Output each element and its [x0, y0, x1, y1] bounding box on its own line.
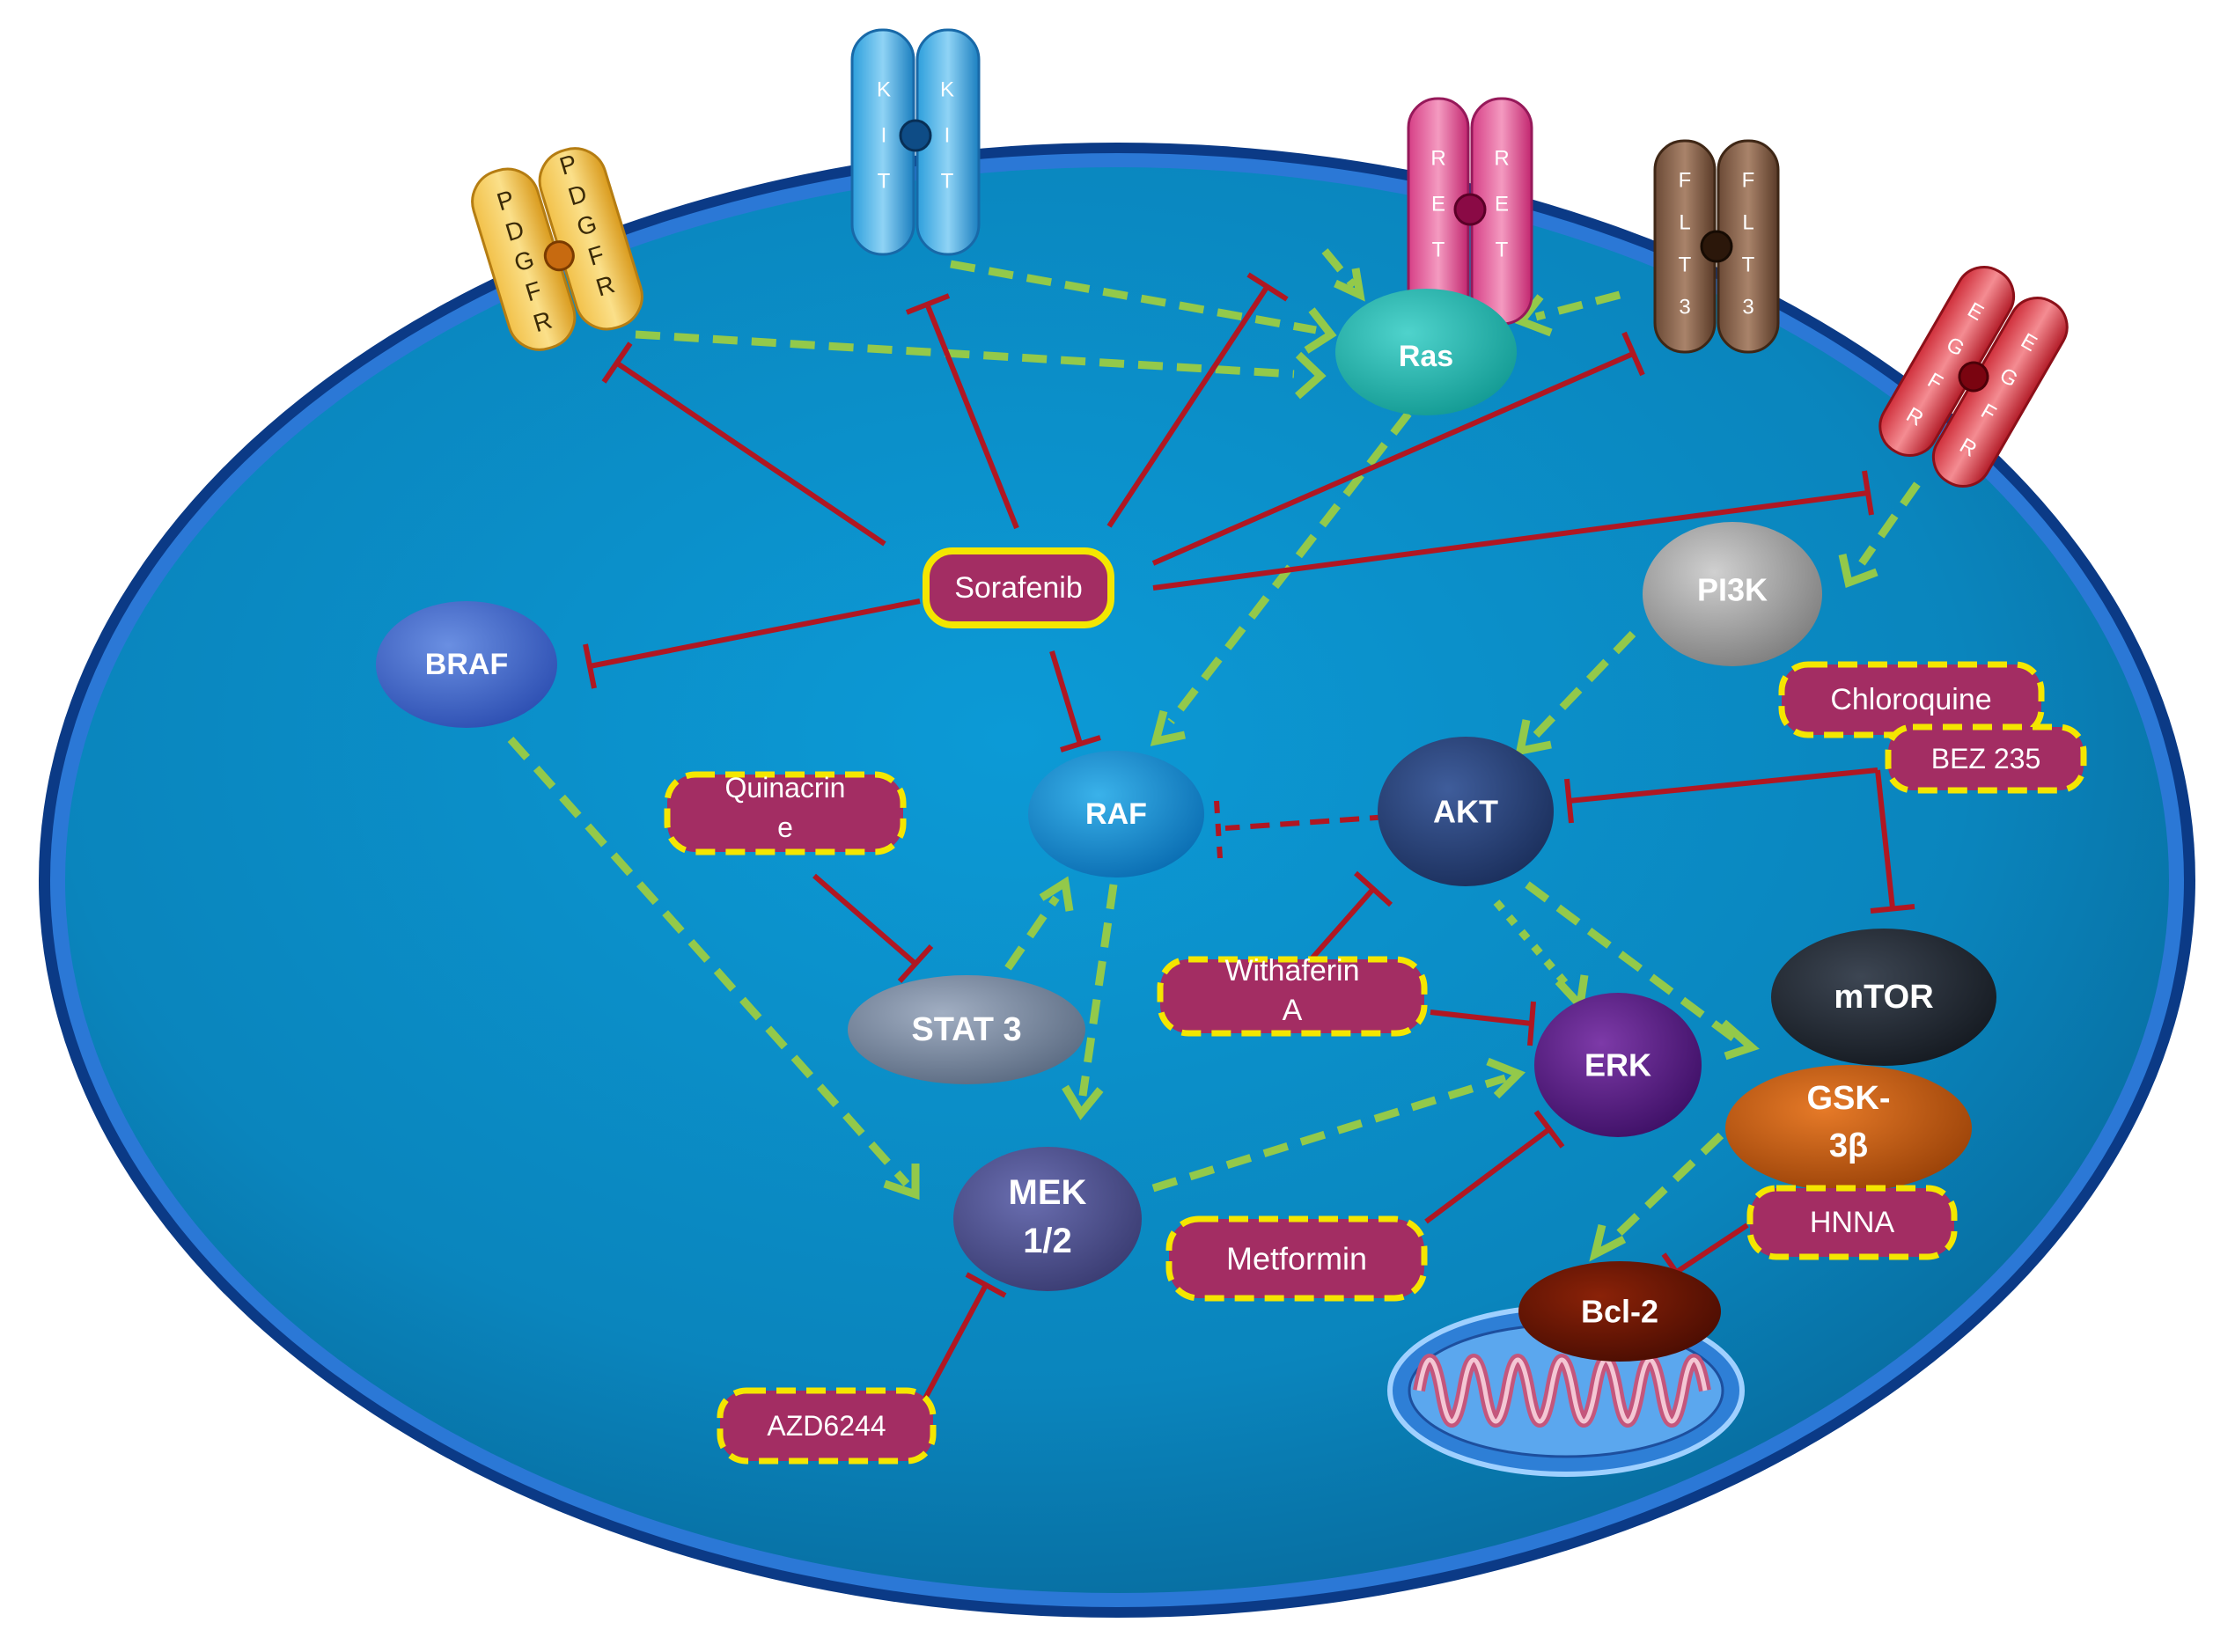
activation-arrowheads	[883, 268, 1878, 1262]
azd6244-label: AZD6244	[767, 1410, 886, 1442]
receptor-letter-right: T	[1742, 253, 1755, 277]
receptor-letter-left: F	[1679, 169, 1692, 193]
drug-quinacrine: Quinacrin e	[664, 771, 907, 855]
ras-label: Ras	[1399, 340, 1453, 373]
erk-node: ERK	[1534, 993, 1702, 1137]
receptor-letter-left: T	[878, 170, 891, 194]
receptor-letter-right: K	[940, 78, 954, 102]
gsk3b-label-line1: GSK-	[1807, 1080, 1891, 1117]
stat3-label: STAT 3	[911, 1011, 1021, 1048]
arrow-mek-to-erk	[1151, 1074, 1507, 1193]
gsk3b-node: GSK- 3β	[1725, 1065, 1972, 1192]
braf-node: BRAF	[376, 601, 557, 728]
inhibit-quinacrine-stat3	[812, 873, 934, 984]
receptor-letter-left: L	[1679, 211, 1690, 235]
chloroquine-label: Chloroquine	[1830, 683, 1991, 716]
arrow-gsk3b-to-bcl2	[1607, 1132, 1724, 1245]
mtor-label: mTOR	[1834, 979, 1933, 1016]
receptor-letter-right: 3	[1742, 296, 1753, 319]
mek-node: MEK 1/2	[953, 1147, 1142, 1291]
arrow-egfr-to-pi3k	[1858, 481, 1921, 566]
ras-node: Ras	[1335, 289, 1517, 415]
quinacrine-label-line2: e	[777, 811, 793, 843]
sorafenib-label: Sorafenib	[954, 571, 1083, 605]
inhibit-sorafenib-flt3	[1151, 331, 1645, 566]
receptor-letter-left: R	[1430, 147, 1445, 171]
receptor-letter-left: E	[1431, 193, 1445, 217]
hnna-label: HNNA	[1810, 1206, 1895, 1239]
drug-bez235: BEZ 235	[1885, 723, 2087, 794]
drug-sorafenib: Sorafenib	[923, 547, 1114, 628]
inhibit-metformin-erk	[1424, 1110, 1565, 1224]
arrow-pi3k-to-akt	[1533, 630, 1636, 738]
akt-label: AKT	[1433, 794, 1498, 830]
drug-azd6244: AZD6244	[717, 1387, 937, 1465]
inhibit-azd6244-mek	[917, 1272, 1007, 1410]
receptor-letter-left: K	[877, 78, 891, 102]
receptor-letter-left: 3	[1679, 296, 1690, 319]
receptor-letter-left: T	[1679, 253, 1692, 277]
mtor-node: mTOR	[1771, 929, 1996, 1066]
receptor-letter-right: F	[1742, 169, 1755, 193]
receptor-letter-right: T	[1496, 239, 1509, 262]
cell-cytoplasm	[65, 167, 2169, 1593]
akt-node: AKT	[1378, 737, 1554, 886]
erk-label: ERK	[1584, 1047, 1651, 1083]
withaferin-label-line1: Withaferin	[1224, 954, 1359, 988]
arrow-flt3-to-ras	[1534, 290, 1621, 321]
inhibit-sorafenib-ret	[1106, 272, 1289, 528]
inhibit-sorafenib-kit	[905, 293, 1019, 530]
receptor-letter-right: R	[1494, 147, 1509, 171]
receptor-letter-right: L	[1742, 211, 1753, 235]
inhibit-sorafenib-braf	[583, 598, 921, 689]
withaferin-label-line2: A	[1283, 994, 1303, 1027]
pi3k-label: PI3K	[1697, 572, 1768, 608]
arrow-stat3-to-raf	[1004, 895, 1060, 971]
raf-node: RAF	[1028, 751, 1204, 877]
arrow-pdgfr-to-ras	[635, 330, 1295, 378]
receptor-letter-right: E	[1495, 193, 1509, 217]
bcl2-node: Bcl-2	[1518, 1261, 1721, 1362]
inhibit-bez235-mtor	[1870, 769, 1915, 914]
arrow-akt-to-gsk3b	[1525, 881, 1737, 1042]
braf-label: BRAF	[425, 648, 508, 681]
raf-label: RAF	[1085, 797, 1147, 831]
drug-withaferin: Withaferin A	[1157, 954, 1428, 1037]
receptor-letter-left: T	[1432, 239, 1445, 262]
bez235-label: BEZ 235	[1931, 743, 2041, 775]
quinacrine-label-line1: Quinacrin	[725, 772, 846, 804]
stat3-node: STAT 3	[848, 975, 1085, 1084]
receptor-letter-left: I	[881, 124, 887, 148]
mek-label-line1: MEK	[1009, 1173, 1087, 1212]
gsk3b-label-line2: 3β	[1829, 1127, 1868, 1164]
arrow-kit-to-ras	[950, 260, 1317, 334]
inhibit-withaferin-erk	[1430, 1001, 1536, 1046]
inhibit-sorafenib-raf	[1049, 650, 1101, 753]
inhibit-sorafenib-egfr	[1152, 470, 1874, 591]
inhibit-akt-raf-bar	[1214, 800, 1223, 859]
drug-hnna: HNNA	[1746, 1185, 1958, 1260]
receptor-letter-right: I	[945, 124, 951, 148]
arrow-ret-to-ras	[1321, 248, 1357, 289]
inhibit-akt-raf	[1224, 814, 1390, 831]
pi3k-node: PI3K	[1643, 522, 1822, 666]
inhibit-sorafenib-pdgfr	[601, 341, 886, 547]
metformin-label: Metformin	[1226, 1241, 1367, 1277]
drug-metformin: Metformin	[1165, 1215, 1428, 1302]
bcl2-label: Bcl-2	[1581, 1294, 1658, 1330]
arrow-raf-to-mek	[1078, 884, 1118, 1097]
arrow-braf-to-mek	[507, 737, 910, 1186]
mek-label-line2: 1/2	[1023, 1222, 1072, 1260]
drug-chloroquine: Chloroquine	[1778, 661, 2045, 738]
receptor-letter-right: T	[941, 170, 954, 194]
inhibit-chloroquine-akt	[1564, 767, 1878, 824]
